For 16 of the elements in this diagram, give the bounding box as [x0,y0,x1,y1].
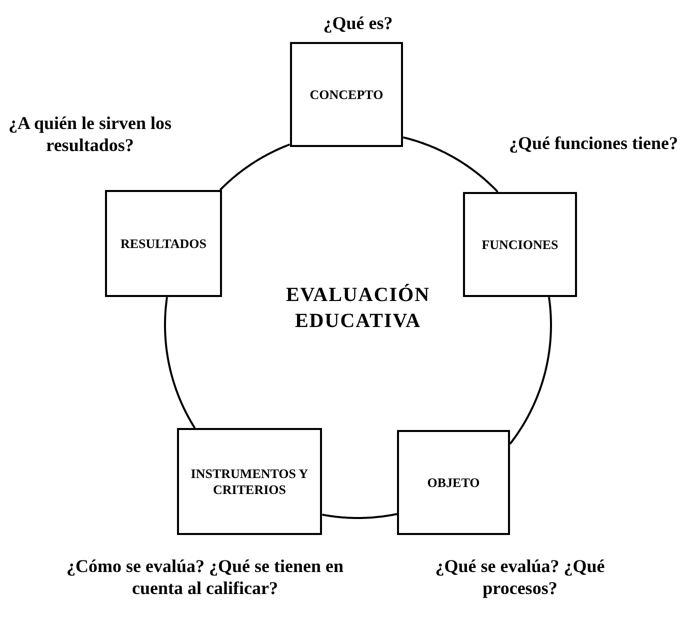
concept-box: CONCEPTO [290,42,403,147]
circle-arc-connector [402,136,498,193]
circle-arc-connector [509,296,552,445]
circle-arc-connector [322,513,398,519]
question-text: ¿Qué es? [322,12,394,34]
question-text: ¿A quién le sirven los resultados? [7,112,173,156]
question-text: ¿Qué funciones tiene? [508,132,679,154]
center-title: EVALUACIÓN EDUCATIVA [284,282,432,334]
concept-box: OBJETO [397,430,510,535]
question-text: ¿Cómo se evalúa? ¿Qué se tienen en cuenta al calificar? [66,555,344,599]
concept-box: INSTRUMENTOS Y CRITERIOS [177,428,322,535]
question-text: ¿Qué se evalúa? ¿Qué procesos? [434,555,606,599]
circle-arc-connector [219,144,290,191]
concept-box: RESULTADOS [105,190,222,297]
circle-arc-connector [164,297,196,428]
concept-box: FUNCIONES [463,192,577,297]
